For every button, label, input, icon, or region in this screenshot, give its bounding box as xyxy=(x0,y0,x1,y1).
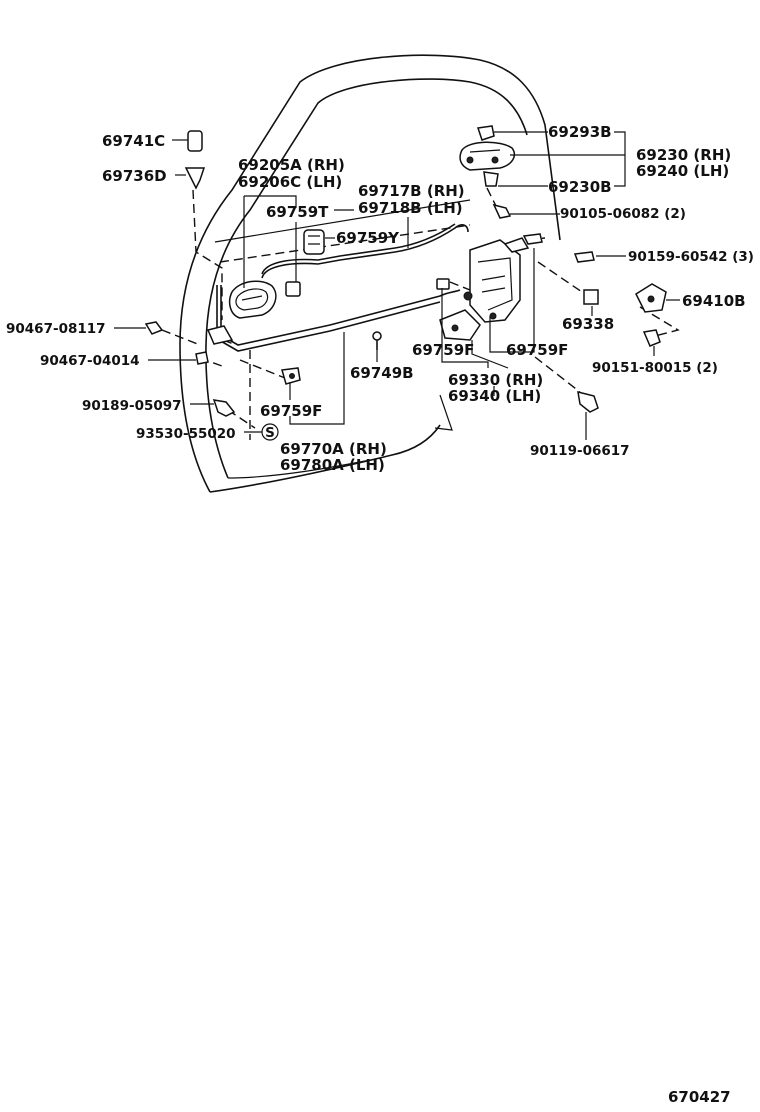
label-69749B: 69749B xyxy=(350,364,414,382)
label-69240: 69240 (LH) xyxy=(636,162,729,180)
lock-rod xyxy=(206,278,461,352)
reference-lines xyxy=(161,187,680,440)
part-labels: 69741C 69736D 69205A (RH) 69206C (LH) 69… xyxy=(6,123,754,474)
label-90151-80015: 90151-80015 (2) xyxy=(592,360,718,376)
label-69230B: 69230B xyxy=(548,178,612,196)
circle-s-label: S xyxy=(265,425,275,441)
label-69338: 69338 xyxy=(562,315,614,333)
label-69741C: 69741C xyxy=(102,132,165,150)
inside-handle xyxy=(228,280,277,319)
handle-rod xyxy=(261,223,469,297)
label-69759Y: 69759Y xyxy=(336,229,400,247)
label-90467-04014: 90467-04014 xyxy=(40,353,140,369)
label-69293B: 69293B xyxy=(548,123,612,141)
rod-clip-69759Y xyxy=(303,229,325,255)
label-90159-60542: 90159-60542 (3) xyxy=(628,249,754,265)
label-69770A: 69770A (RH) xyxy=(280,440,387,458)
diagram-id: 670427 xyxy=(668,1088,731,1106)
label-69780A: 69780A (LH) xyxy=(280,456,385,474)
label-69736D: 69736D xyxy=(102,167,167,185)
label-69759F-c: 69759F xyxy=(260,402,322,420)
label-93530-55020: 93530-55020 xyxy=(136,426,236,442)
striker-parts xyxy=(573,251,667,413)
service-marker: S xyxy=(261,423,279,441)
label-69206C: 69206C (LH) xyxy=(238,173,342,191)
label-90105-06082: 90105-06082 (2) xyxy=(560,206,686,222)
label-69717B: 69717B (RH) xyxy=(358,182,465,200)
label-69410B: 69410B xyxy=(682,292,746,310)
rod-clip-69759F-left xyxy=(281,367,301,385)
small-parts-left xyxy=(144,130,382,417)
label-69759F-b: 69759F xyxy=(506,341,568,359)
label-90119-06617: 90119-06617 xyxy=(530,443,630,459)
label-90189-05097: 90189-05097 xyxy=(82,398,182,414)
label-69759F-a: 69759F xyxy=(412,341,474,359)
label-69330: 69330 (RH) xyxy=(448,371,543,389)
door-lock-assembly xyxy=(439,233,543,341)
label-69340: 69340 (LH) xyxy=(448,387,541,405)
label-69230: 69230 (RH) xyxy=(636,146,731,164)
leader-lines xyxy=(114,131,680,440)
label-69718B: 69718B (LH) xyxy=(358,199,463,217)
door-frame xyxy=(179,54,561,493)
label-90467-08117: 90467-08117 xyxy=(6,321,106,337)
outside-handle-assembly xyxy=(459,125,516,219)
label-69759T: 69759T xyxy=(266,203,329,221)
label-69205A: 69205A (RH) xyxy=(238,156,345,174)
